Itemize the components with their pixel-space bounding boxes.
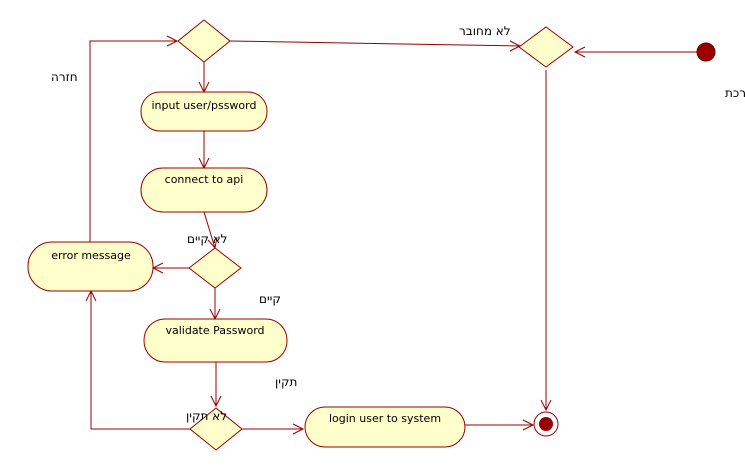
- action-validate-password: [143, 318, 288, 363]
- action-connect-label: connect to api: [165, 173, 244, 186]
- arrowhead: [166, 35, 179, 47]
- action-input-label: input user/pssword: [152, 99, 257, 112]
- arrowhead: [292, 423, 305, 435]
- label-user-connected: המשתמש מחובר למערכת: [725, 86, 745, 100]
- right-merge-diamond: [518, 26, 574, 68]
- edge-invalid-to-error: [90, 291, 190, 430]
- label-invalid: לא תקין: [186, 409, 227, 423]
- action-validate-label: validate Password: [165, 324, 264, 337]
- edge-error-to-top: [89, 40, 177, 242]
- top-merge-diamond: [177, 19, 231, 63]
- arrowhead: [210, 395, 222, 408]
- arrowhead: [522, 419, 535, 431]
- label-valid: תקין: [275, 375, 297, 389]
- final-node-inner: [539, 417, 553, 431]
- edge-connect-to-decision: [203, 211, 216, 249]
- label-not-connected: לא מחובר: [459, 24, 511, 38]
- arrowhead: [573, 46, 586, 58]
- label-exists: קיים: [259, 292, 281, 306]
- label-back: חזרה: [51, 70, 78, 84]
- password-valid-decision: [189, 407, 243, 451]
- action-error-label: error message: [51, 249, 131, 262]
- edge-top-to-merge: [229, 40, 521, 47]
- user-exists-decision: [188, 247, 242, 289]
- action-error-message: [27, 241, 154, 292]
- action-connect-to-api: [140, 167, 268, 213]
- action-input-user-password: [140, 91, 268, 132]
- initial-node: [696, 42, 716, 62]
- arrowhead: [540, 399, 552, 412]
- action-login-label: login user to system: [329, 412, 441, 425]
- label-not-exists: לא קיים: [187, 232, 228, 246]
- action-login-user: [304, 406, 466, 448]
